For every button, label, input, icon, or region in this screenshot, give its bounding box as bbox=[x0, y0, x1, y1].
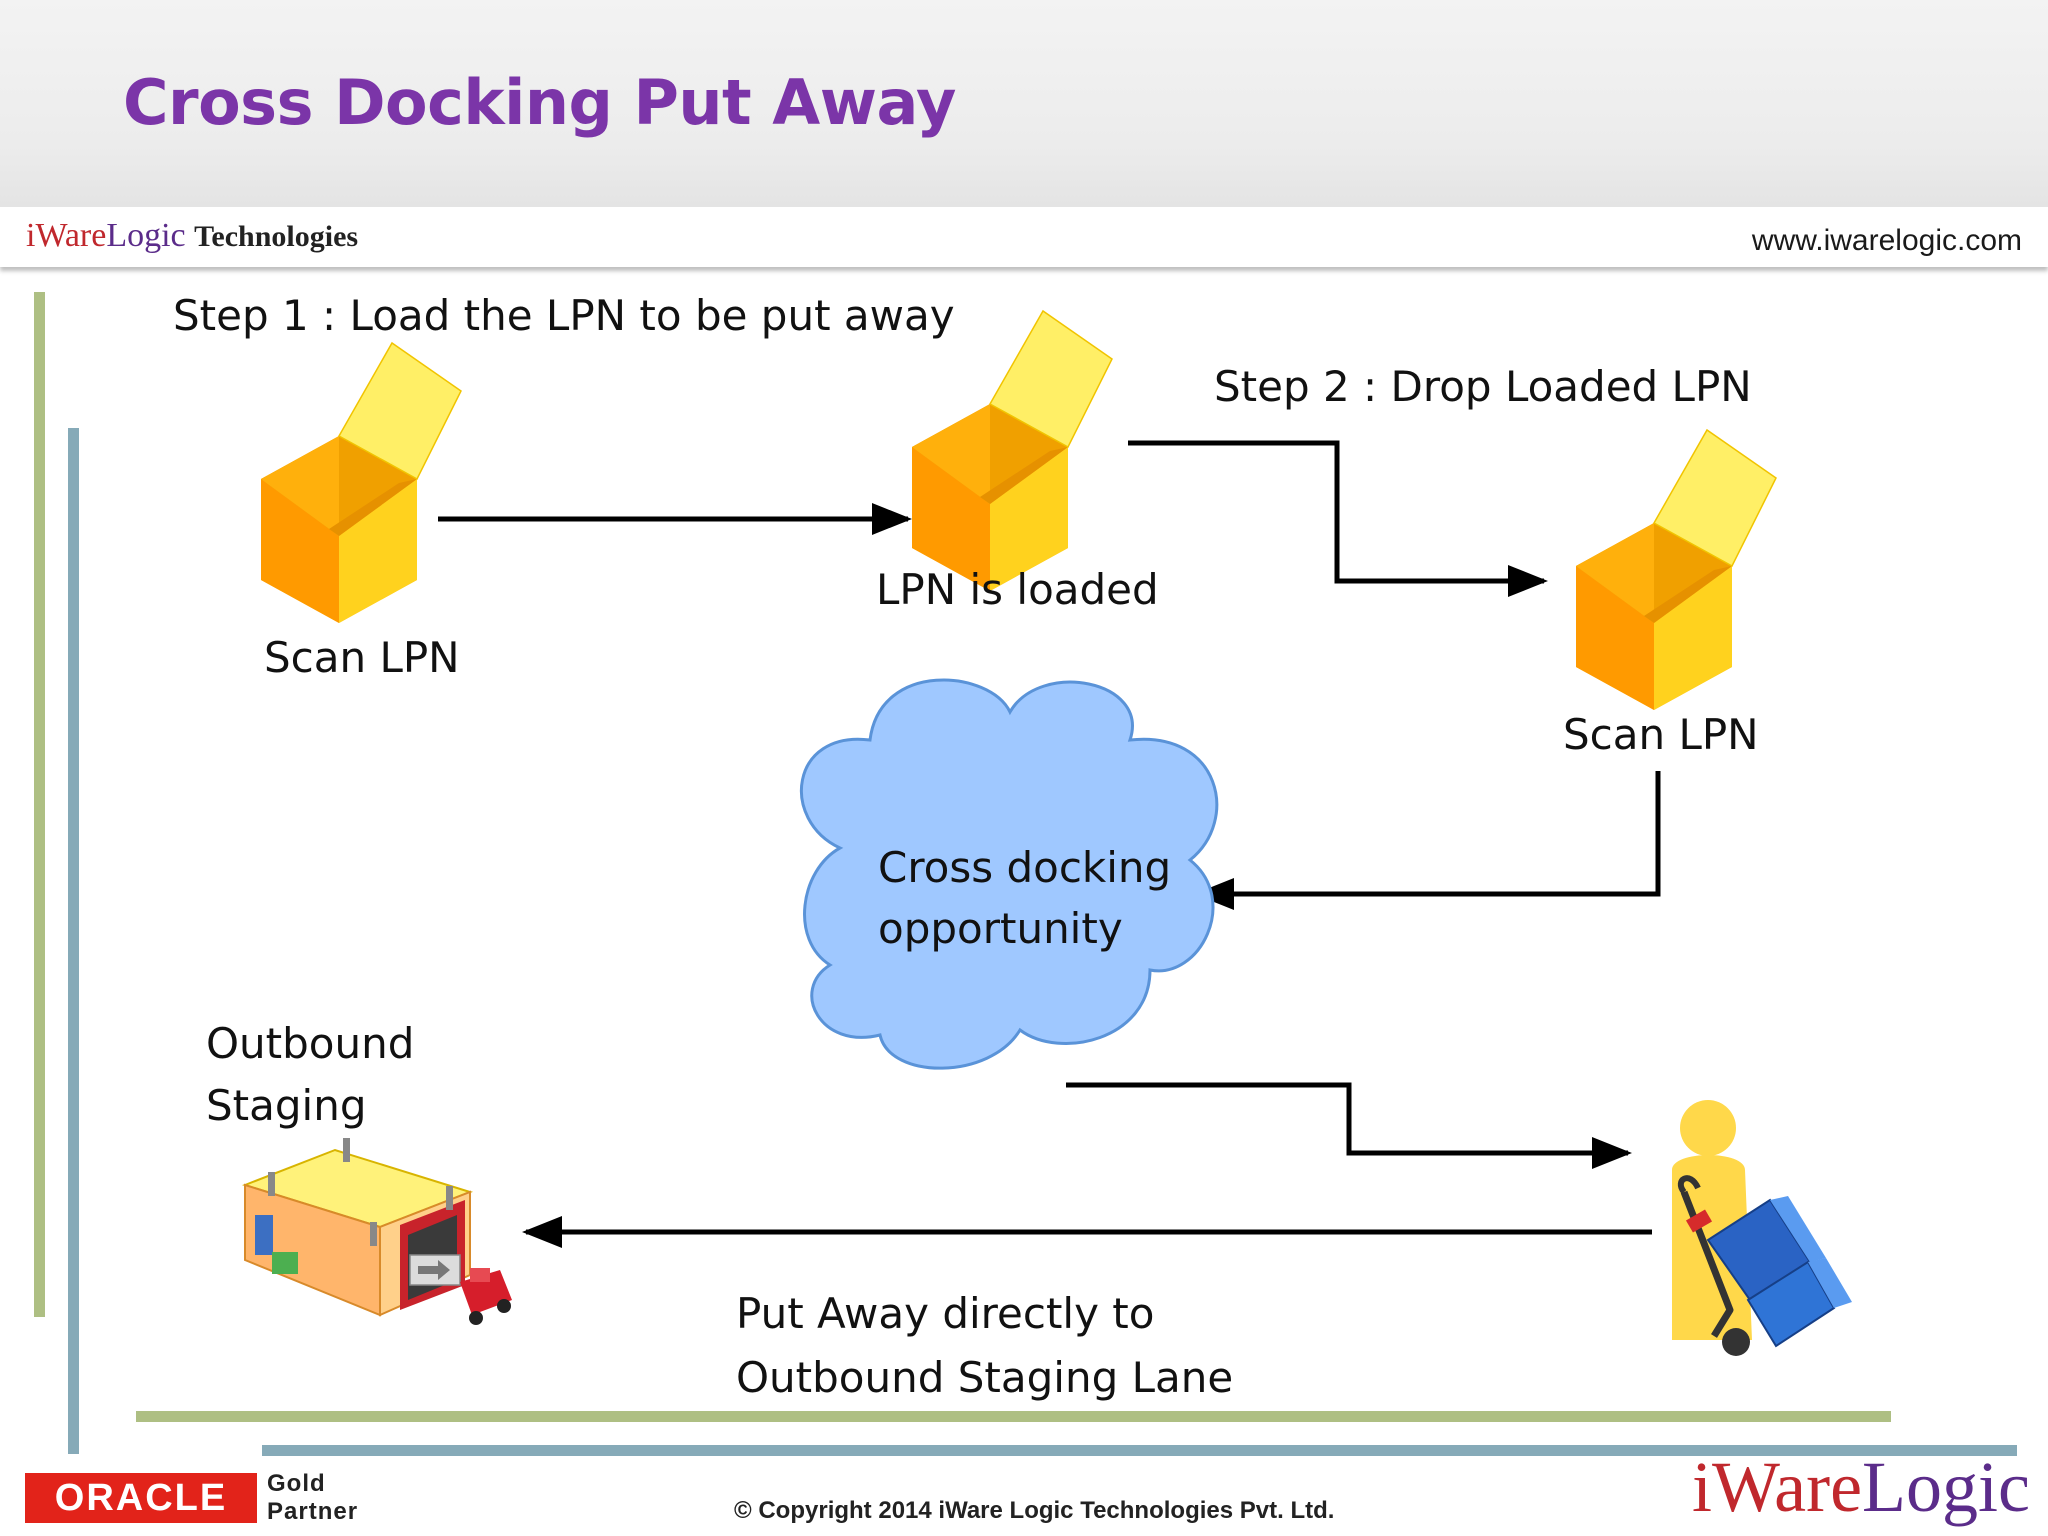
page-title: Cross Docking Put Away bbox=[123, 66, 956, 139]
step1-label: Step 1 : Load the LPN to be put away bbox=[173, 291, 955, 340]
worker-hand-truck-icon bbox=[1672, 1100, 1852, 1356]
cloud-icon bbox=[799, 678, 1219, 1070]
cloud-label-line2: opportunity bbox=[878, 904, 1123, 953]
putaway-label-line1: Put Away directly to bbox=[736, 1289, 1155, 1338]
putaway-label-line2: Outbound Staging Lane bbox=[736, 1353, 1234, 1402]
outbound-label-line2: Staging bbox=[206, 1081, 367, 1130]
open-box-icon bbox=[1575, 429, 1777, 711]
oracle-logo-box bbox=[25, 1473, 257, 1523]
brand-bar bbox=[0, 207, 2048, 267]
cloud-label-line1: Cross docking bbox=[878, 843, 1172, 892]
arrow-cloud-to-worker bbox=[1066, 1082, 1632, 1169]
left-blue-rule bbox=[68, 428, 79, 1454]
arrow-scan-to-cloud bbox=[1194, 771, 1661, 910]
bottom-green-rule bbox=[136, 1411, 1891, 1422]
lpn-loaded-label: LPN is loaded bbox=[876, 565, 1159, 614]
oracle-logo: ORACLE bbox=[54, 1477, 228, 1519]
warehouse-icon bbox=[241, 1138, 512, 1325]
copyright-text: © Copyright 2014 iWare Logic Technologie… bbox=[734, 1497, 1335, 1524]
header-brand-logo: iWareLogic Technologies bbox=[26, 217, 359, 254]
open-box-icon bbox=[911, 310, 1113, 592]
outbound-label-line1: Outbound bbox=[206, 1019, 415, 1068]
left-green-rule bbox=[34, 292, 45, 1317]
open-box-icon bbox=[260, 342, 462, 624]
bottom-blue-rule bbox=[262, 1445, 2017, 1456]
website-url[interactable]: www.iwarelogic.com bbox=[1751, 224, 2022, 257]
footer-brand-logo: iWareLogic bbox=[1691, 1447, 2030, 1527]
step2-label: Step 2 : Drop Loaded LPN bbox=[1214, 362, 1752, 411]
header-band bbox=[0, 0, 2048, 207]
scan-lpn-label-2: Scan LPN bbox=[1563, 710, 1759, 759]
scan-lpn-label-1: Scan LPN bbox=[264, 633, 460, 682]
arrow-loaded-to-scan bbox=[1128, 440, 1548, 597]
